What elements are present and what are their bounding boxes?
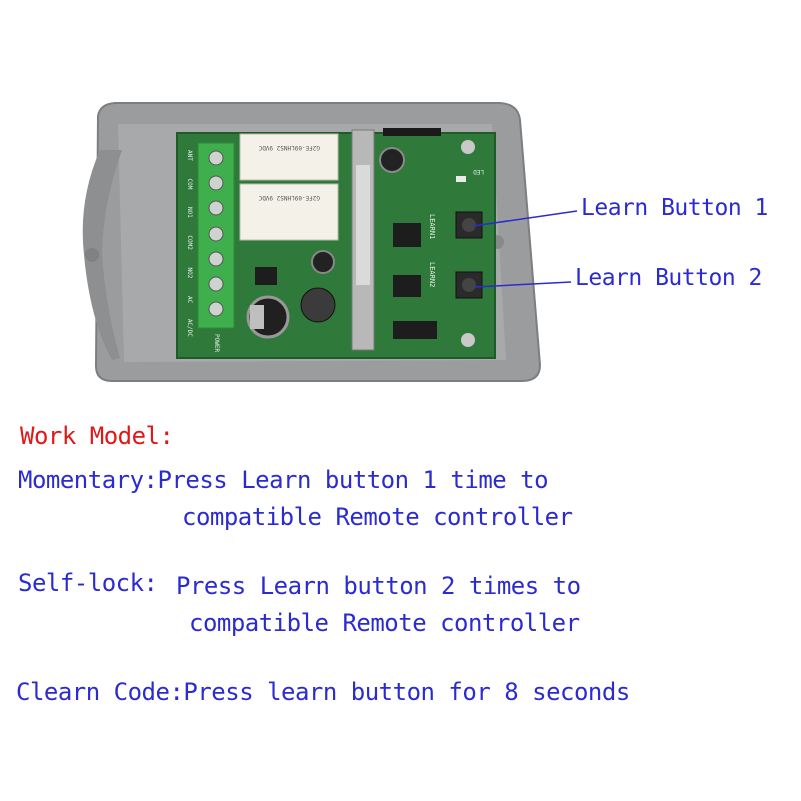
momentary-line-2: compatible Remote controller [182,503,573,531]
rf-module-inner [356,165,370,285]
ic-chip-2 [393,275,421,297]
learn-button-1-callout: Learn Button 1 [581,195,768,221]
learn-button-2-switch[interactable] [455,271,483,299]
selflock-line-2: compatible Remote controller [189,609,580,637]
case-left-tab [82,150,122,360]
learn1-board-label: LEARN1 [428,214,436,239]
led-indicator [456,176,466,182]
learn-button-2-callout: Learn Button 2 [575,265,762,291]
pcb-mounting-hole-bottom [461,333,475,347]
inductor-coil [300,287,336,323]
work-model-heading: Work Model: [20,422,174,450]
relay-2 [239,183,339,241]
clear-code-line: Clearn Code:Press learn button for 8 sec… [16,678,630,706]
ic-chip-3 [393,321,437,339]
terminal-screws [208,150,224,317]
ic-chip-4 [255,267,277,285]
terminal-labels: ANT COM NO1 COM2 NO2 AC AC/DC [186,150,193,337]
capacitor-top [379,147,405,173]
pin-header [383,128,441,136]
callout-line-1 [472,210,578,227]
learn2-board-label: LEARN2 [428,262,436,287]
relay-2-text: G2FE-09LHNS2 9VDC [258,194,320,201]
selflock-label: Self-lock: [18,569,158,597]
led-board-label: LED [473,168,484,175]
pcb-mounting-hole-top [461,140,475,154]
callout-line-2 [474,281,572,288]
ic-chip-1 [393,223,421,247]
selflock-line-1: Press Learn button 2 times to [176,572,581,600]
momentary-line-1: Momentary:Press Learn button 1 time to [18,466,549,494]
case-hole-left [85,248,99,262]
receiver-board-photo: ANT COM NO1 COM2 NO2 AC AC/DC G2FE-09LHN… [82,102,578,382]
capacitor-mid [311,250,335,274]
relay-1-text: G2FE-09LHNS2 9VDC [258,144,320,151]
capacitor-bottom-stripe [250,305,264,329]
power-board-label: POWER [213,334,220,352]
relay-1 [239,133,339,181]
